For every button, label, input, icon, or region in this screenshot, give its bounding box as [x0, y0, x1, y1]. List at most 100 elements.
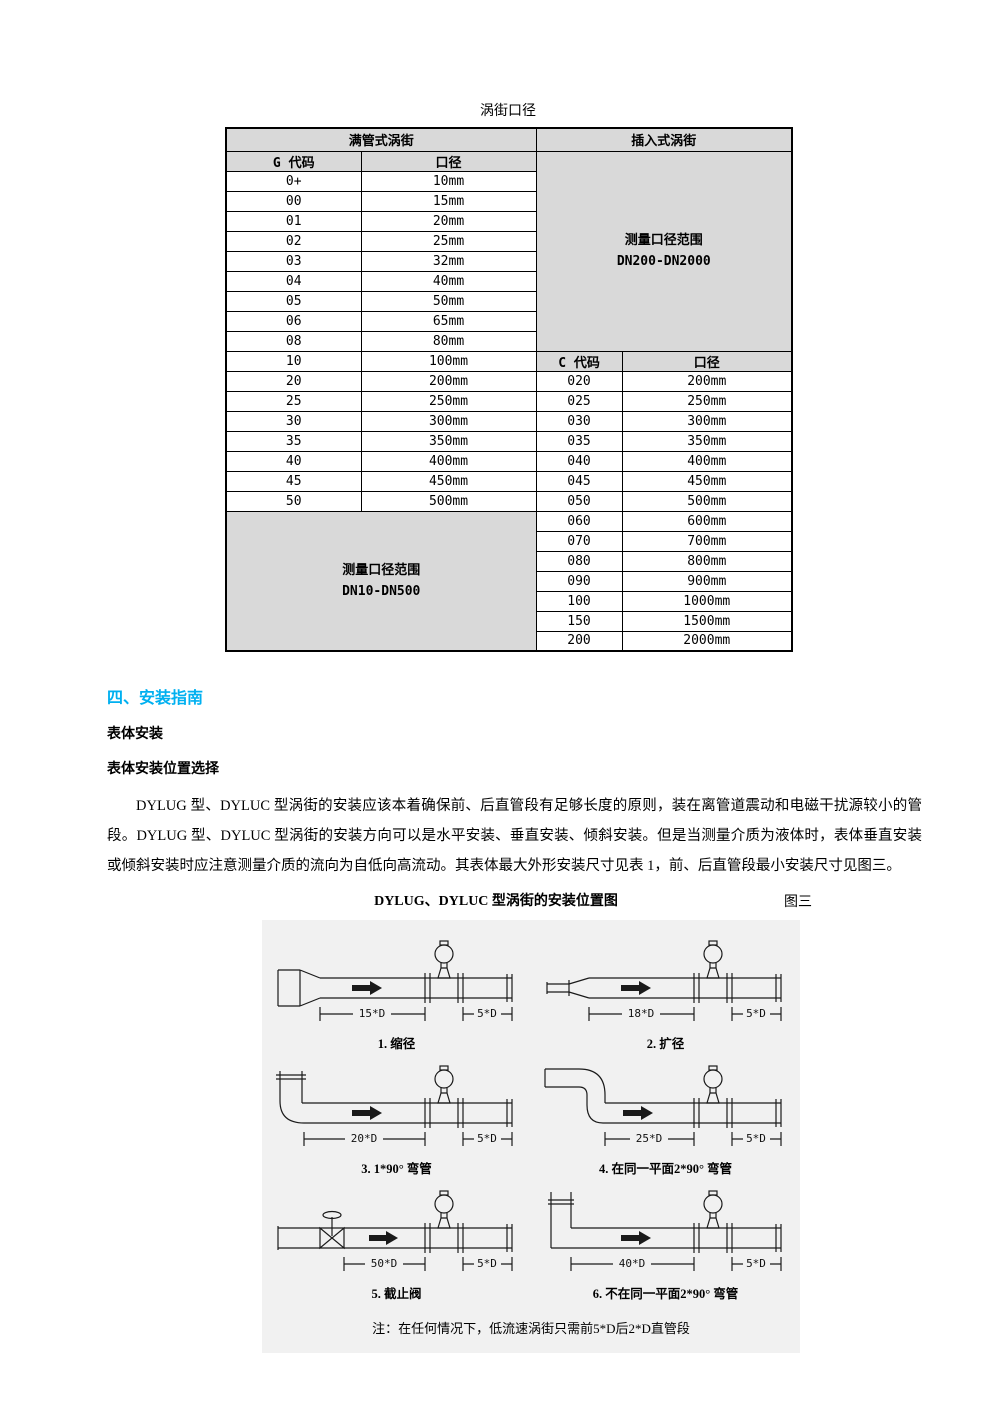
c-code-cell: 025	[535, 390, 623, 412]
c-diameter-cell: 250mm	[621, 390, 793, 412]
flowmeter-symbol	[693, 1065, 733, 1128]
g-diameter-cell: 40mm	[360, 270, 537, 292]
g-diameter-cell: 10mm	[360, 170, 537, 192]
c-code-cell: 040	[535, 450, 623, 472]
c-diameter-cell: 350mm	[621, 430, 793, 452]
c-code-header: C 代码	[535, 350, 623, 372]
pipe-end-flange	[506, 974, 513, 1002]
figure-caption: DYLUG、DYLUC 型涡街的安装位置图	[374, 894, 618, 909]
g-code-cell: 04	[225, 270, 362, 292]
dimension-lines: 50*D 5*D	[343, 1257, 513, 1271]
insertion-header: 插入式涡街	[535, 127, 793, 152]
figure-label: 图三	[784, 895, 812, 910]
pipe-end-flange	[506, 1099, 513, 1127]
diagram-caption: 1. 缩径	[377, 1037, 416, 1051]
g-code-cell: 35	[225, 430, 362, 452]
c-diameter-cell: 900mm	[621, 570, 793, 592]
dim1-label: 50*D	[371, 1257, 398, 1270]
c-diameter-cell: 1000mm	[621, 590, 793, 612]
c-diameter-cell: 450mm	[621, 470, 793, 492]
g-diameter-header: 口径	[360, 150, 537, 172]
dim2-label: 5*D	[746, 1257, 766, 1270]
c-code-cell: 200	[535, 630, 623, 652]
dimension-lines: 15*D 5*D	[319, 1007, 513, 1021]
figure-double-elbow-different-plane: 40*D 5*D 6. 不在同一平面2*90° 弯管	[531, 1190, 800, 1302]
diameter-table: 满管式涡街 插入式涡街 G 代码 口径 测量口径范围 DN200-DN2000 …	[225, 127, 794, 652]
flow-arrow	[621, 981, 651, 995]
vertical-inlet	[548, 1192, 574, 1248]
c-code-cell: 030	[535, 410, 623, 432]
dim1-label: 18*D	[628, 1007, 655, 1020]
dim1-label: 40*D	[619, 1257, 646, 1270]
g-diameter-cell: 500mm	[360, 490, 537, 512]
g-code-cell: 02	[225, 230, 362, 252]
figure-note: 注：在任何情况下，低流速涡街只需前5*D后2*D直管段	[372, 1321, 690, 1336]
installation-figure-panel: 15*D 5*D 1. 缩径	[262, 920, 800, 1353]
dim2-label: 5*D	[746, 1132, 766, 1145]
diagram-caption: 6. 不在同一平面2*90° 弯管	[592, 1287, 739, 1301]
g-code-cell: 08	[225, 330, 362, 352]
c-code-cell: 050	[535, 490, 623, 512]
c-diameter-cell: 400mm	[621, 450, 793, 472]
reducer-inlet	[277, 969, 321, 1007]
g-code-cell: 30	[225, 410, 362, 432]
g-diameter-cell: 65mm	[360, 310, 537, 332]
figure-double-elbow-same-plane: 25*D 5*D 4. 在同一平面2*90° 弯管	[531, 1065, 800, 1177]
dim2-label: 5*D	[477, 1132, 497, 1145]
g-diameter-cell: 20mm	[360, 210, 537, 232]
figure-stop-valve: 50*D 5*D 5. 截止阀	[262, 1190, 531, 1302]
g-diameter-cell: 250mm	[360, 390, 537, 412]
c-code-cell: 020	[535, 370, 623, 392]
section-heading: 四、安装指南	[107, 690, 204, 707]
subheading-position-select: 表体安装位置选择	[107, 762, 219, 777]
g-diameter-cell: 25mm	[360, 230, 537, 252]
pipe-diagram-expansion: 18*D 5*D	[546, 940, 782, 1021]
c-diameter-cell: 500mm	[621, 490, 793, 512]
dim2-label: 5*D	[746, 1007, 766, 1020]
install-paragraph: DYLUG 型、DYLUC 型涡街的安装应该本着确保前、后直管段有足够长度的原则…	[107, 798, 922, 874]
c-diameter-cell: 1500mm	[621, 610, 793, 632]
g-code-header: G 代码	[225, 150, 362, 172]
g-code-cell: 00	[225, 190, 362, 212]
c-code-cell: 035	[535, 430, 623, 452]
flowmeter-symbol	[693, 940, 733, 1003]
g-diameter-cell: 32mm	[360, 250, 537, 272]
g-diameter-cell: 450mm	[360, 470, 537, 492]
c-diameter-cell: 300mm	[621, 410, 793, 432]
double-elbow-inlet	[544, 1068, 606, 1124]
pipe-diagram-reduction: 15*D 5*D	[277, 940, 513, 1021]
flow-arrow	[621, 1231, 651, 1245]
pipe-end-flange	[775, 1224, 782, 1252]
diagram-caption: 5. 截止阀	[371, 1287, 422, 1301]
pipe-end-flange	[775, 1099, 782, 1127]
g-diameter-cell: 50mm	[360, 290, 537, 312]
flowmeter-symbol	[424, 1190, 464, 1253]
full-range-title: 测量口径范围	[342, 562, 421, 578]
g-diameter-cell: 350mm	[360, 430, 537, 452]
g-diameter-cell: 400mm	[360, 450, 537, 472]
c-code-cell: 045	[535, 470, 623, 492]
g-code-cell: 25	[225, 390, 362, 412]
figure-expansion: 18*D 5*D 2. 扩径	[531, 940, 800, 1052]
c-diameter-cell: 2000mm	[621, 630, 793, 652]
c-diameter-cell: 700mm	[621, 530, 793, 552]
expander-inlet	[546, 977, 590, 999]
valve-symbol	[319, 1210, 345, 1250]
flowmeter-symbol	[424, 1065, 464, 1128]
flow-arrow	[623, 1106, 653, 1120]
diagram-caption: 3. 1*90° 弯管	[361, 1162, 432, 1176]
dim1-label: 15*D	[359, 1007, 386, 1020]
dimension-lines: 18*D 5*D	[588, 1007, 782, 1021]
g-diameter-cell: 15mm	[360, 190, 537, 212]
c-diameter-cell: 800mm	[621, 550, 793, 572]
flow-arrow	[369, 1231, 398, 1245]
dim2-label: 5*D	[477, 1007, 497, 1020]
pipe-end-flange	[506, 1224, 513, 1252]
c-code-cell: 090	[535, 570, 623, 592]
g-code-cell: 06	[225, 310, 362, 332]
flow-arrow	[352, 981, 382, 995]
g-diameter-cell: 80mm	[360, 330, 537, 352]
full-range-value: DN10-DN500	[342, 583, 421, 599]
figure-reduction: 15*D 5*D 1. 缩径	[262, 940, 531, 1052]
